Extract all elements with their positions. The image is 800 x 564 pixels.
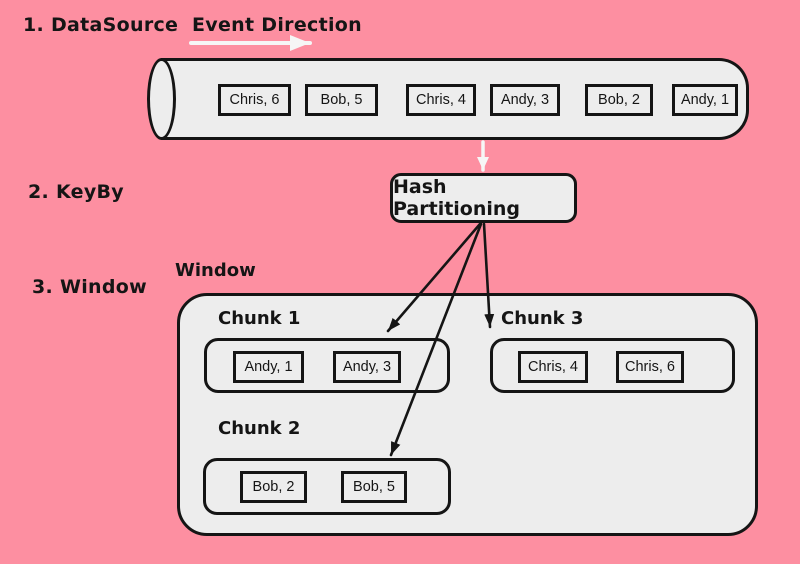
event-direction-label: Event Direction	[192, 14, 362, 36]
chunk2-event-box: Bob, 5	[341, 471, 407, 503]
chunk1-event-box: Andy, 1	[233, 351, 304, 383]
chunk3-box: Chris, 4 Chris, 6	[490, 338, 735, 393]
pipe-left-cap	[147, 58, 176, 140]
pipe-event-box: Chris, 4	[406, 84, 476, 116]
pipe-event-box: Andy, 1	[672, 84, 738, 116]
chunk1-title: Chunk 1	[218, 308, 301, 329]
chunk2-event-box: Bob, 2	[240, 471, 307, 503]
chunk2-title: Chunk 2	[218, 418, 301, 439]
pipe-event-box: Bob, 2	[585, 84, 653, 116]
chunk2-box: Bob, 2 Bob, 5	[203, 458, 451, 515]
pipe-event-box: Bob, 5	[305, 84, 378, 116]
step-label-window: 3. Window	[32, 276, 147, 298]
pipe-event-box: Andy, 3	[490, 84, 560, 116]
pipe-event-box: Chris, 6	[218, 84, 291, 116]
step-label-datasource: 1. DataSource	[23, 14, 179, 36]
chunk1-box: Andy, 1 Andy, 3	[204, 338, 450, 393]
chunk3-event-box: Chris, 4	[518, 351, 588, 383]
chunk1-event-box: Andy, 3	[333, 351, 401, 383]
hash-partitioning-box: Hash Partitioning	[390, 173, 577, 223]
chunk3-title: Chunk 3	[501, 308, 584, 329]
step-label-keyby: 2. KeyBy	[28, 181, 124, 203]
hash-partitioning-label: Hash Partitioning	[393, 176, 521, 220]
window-label: Window	[175, 260, 256, 281]
chunk3-event-box: Chris, 6	[616, 351, 684, 383]
window-container: Chunk 1 Andy, 1 Andy, 3 Chunk 3 Chris, 4…	[177, 293, 758, 536]
